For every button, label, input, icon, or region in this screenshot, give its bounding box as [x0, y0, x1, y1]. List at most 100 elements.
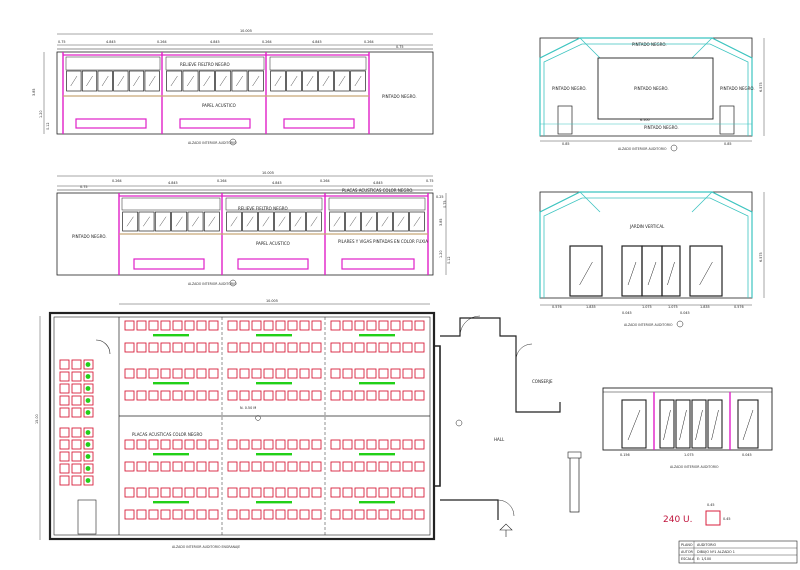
green-marker	[85, 442, 91, 447]
transom	[269, 56, 367, 71]
elevation-3: PINTADO NEGRO. PINTADO NEGRO. PINTADO NE…	[539, 37, 765, 152]
seat	[342, 390, 353, 401]
plan-overall-dim: 10.005	[266, 299, 278, 303]
seat	[366, 342, 377, 353]
window-pane	[198, 70, 215, 92]
dim: 0.85	[724, 142, 732, 146]
column	[569, 455, 580, 513]
acoustic-panel	[75, 118, 147, 129]
seat	[311, 390, 322, 401]
seat	[124, 390, 135, 401]
seg-dim: 4.845	[210, 40, 220, 44]
seat	[160, 368, 171, 379]
title-row: E: 1/100	[697, 557, 711, 561]
glass-reflection	[86, 75, 93, 87]
glass-reflection	[322, 75, 330, 87]
seat	[299, 390, 310, 401]
green-strip	[153, 453, 189, 456]
window-pane	[409, 211, 425, 232]
seat	[366, 439, 377, 450]
seat	[196, 342, 207, 353]
seat	[160, 320, 171, 331]
glass-reflection	[695, 409, 703, 441]
glass-door	[659, 399, 675, 449]
window-pane	[81, 70, 98, 92]
seat	[390, 439, 401, 450]
seat	[299, 487, 310, 498]
seat	[208, 342, 219, 353]
label-papel: PAPEL ACUSTICO	[256, 241, 290, 246]
glass-reflection	[208, 216, 216, 227]
seat	[287, 487, 298, 498]
transom	[328, 197, 426, 211]
seat	[184, 509, 195, 520]
glass-reflection	[667, 261, 675, 286]
seat	[378, 461, 389, 472]
green-strip	[153, 334, 189, 337]
plan-side-dim: 15.00	[35, 414, 39, 424]
glass-reflection	[133, 75, 140, 87]
seat	[83, 359, 94, 370]
glass-door	[691, 399, 707, 449]
center-marker-icon	[255, 415, 261, 421]
seat	[136, 390, 147, 401]
glass-reflection	[290, 75, 298, 87]
glass-door	[737, 399, 759, 449]
seat	[148, 487, 159, 498]
seat	[287, 461, 298, 472]
seat	[299, 342, 310, 353]
side-dim: 6.575	[759, 82, 763, 92]
seat	[184, 461, 195, 472]
capacity-count: 240 U.	[663, 515, 693, 525]
roof-truss	[539, 191, 753, 298]
dim: 0.576	[734, 305, 744, 309]
window-pane	[144, 70, 160, 92]
seat	[227, 368, 238, 379]
section-marker-icon	[670, 144, 678, 152]
glass-reflection	[117, 75, 125, 87]
seat	[378, 342, 389, 353]
green-marker	[85, 362, 91, 367]
seat	[251, 487, 262, 498]
seat	[414, 368, 425, 379]
seat	[390, 368, 401, 379]
seat	[378, 439, 389, 450]
label-papel: PAPEL ACUSTICO	[202, 103, 236, 108]
seat	[366, 487, 377, 498]
seat	[342, 461, 353, 472]
seat	[59, 463, 70, 474]
seg-dim: 0.264	[364, 40, 374, 44]
side-dim: 0.12	[447, 256, 451, 264]
side-dim: 0.25	[436, 195, 444, 199]
glass-door	[689, 245, 723, 297]
glass-reflection	[397, 216, 405, 227]
glass-reflection	[679, 409, 687, 441]
floor-plan: 10.005 15.00 PLACAS ACUSTICAS COLOR NEGR…	[35, 299, 582, 549]
seg-dim: 0.264	[262, 40, 272, 44]
window-pane	[329, 211, 345, 232]
window-pane	[66, 70, 82, 92]
seat	[354, 320, 365, 331]
wall-outline	[56, 192, 434, 276]
seat	[59, 395, 70, 406]
seat	[263, 368, 274, 379]
seat	[287, 439, 298, 450]
window-pane	[377, 211, 393, 232]
seat	[124, 461, 135, 472]
dim: 0.576	[552, 305, 562, 309]
seat	[330, 342, 341, 353]
glass-reflection	[175, 216, 183, 227]
section-marker-icon	[229, 279, 237, 287]
label-pilares: PILARES Y VIGAS PINTADAS EN COLOR FUXIA	[338, 239, 428, 244]
seg-dim: 0.75	[58, 40, 66, 44]
seat	[275, 320, 286, 331]
seat	[402, 439, 413, 450]
seat	[124, 320, 135, 331]
seat	[184, 368, 195, 379]
label-right-door: PINTADO NEGRO.	[720, 86, 755, 91]
label-bottom: PINTADO NEGRO.	[644, 125, 679, 130]
glass-door	[661, 245, 681, 297]
seat	[251, 320, 262, 331]
